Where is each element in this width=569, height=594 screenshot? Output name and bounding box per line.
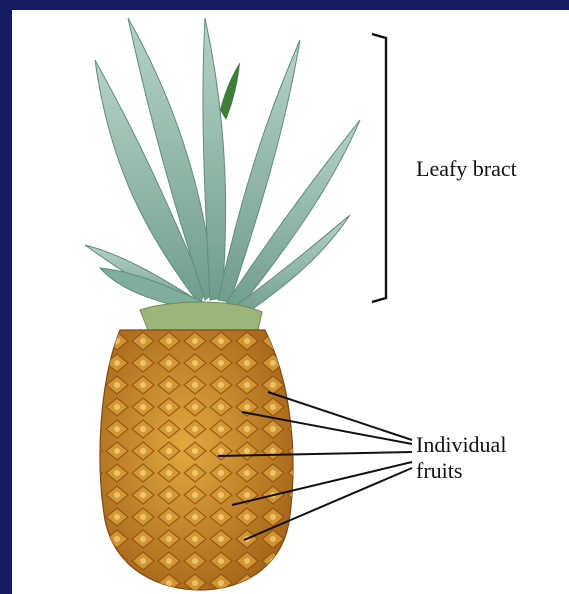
pineapple-fruit — [100, 330, 293, 590]
leafy-bract-label: Leafy bract — [416, 156, 517, 182]
bract-bracket — [372, 34, 386, 302]
individual-fruits-label-line1: Individual — [416, 432, 506, 458]
individual-fruits-label-line2: fruits — [416, 458, 462, 484]
pineapple-crown — [85, 18, 360, 330]
